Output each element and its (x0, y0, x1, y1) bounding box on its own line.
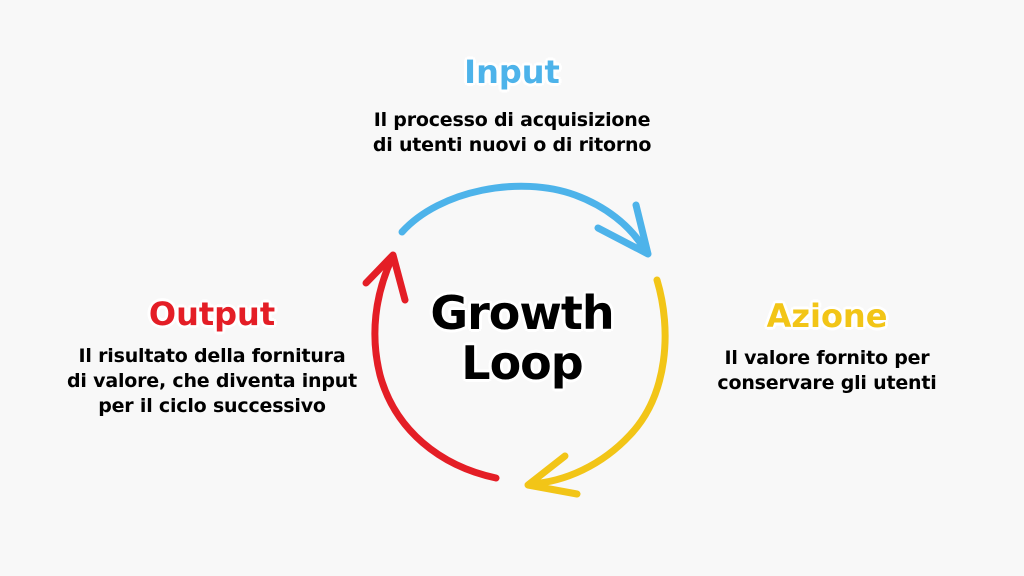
action-arrowhead (524, 452, 581, 498)
output-title: Output (132, 296, 292, 332)
input-arrow (398, 182, 649, 254)
input-title: Input (437, 54, 587, 90)
action-title: Azione (752, 298, 902, 334)
input-description: Il processo di acquisizione di utenti nu… (352, 108, 672, 158)
output-description: Il risultato della fornitura di valore, … (62, 344, 362, 419)
input-arrowhead (594, 201, 652, 258)
center-title-line: Growth (430, 286, 614, 340)
output-title-text: Output (148, 295, 276, 333)
output-description-line: Il risultato della fornitura (78, 345, 346, 367)
center-title: Growth Loop (412, 288, 632, 388)
output-description-line: per il ciclo successivo (98, 395, 326, 417)
action-description-line: conservare gli utenti (717, 372, 937, 394)
center-title-line: Loop (461, 336, 583, 390)
input-title-text: Input (464, 53, 560, 91)
output-arrow (371, 254, 500, 482)
output-description-line: di valore, che diventa input (67, 370, 357, 392)
output-arrowhead (362, 251, 409, 304)
action-description-line: Il valore fornito per (724, 347, 930, 369)
action-description: Il valore fornito per conservare gli ute… (702, 346, 952, 396)
input-description-line: Il processo di acquisizione (373, 109, 651, 131)
action-arrow (526, 276, 669, 488)
input-description-line: di utenti nuovi o di ritorno (372, 134, 652, 156)
action-title-text: Azione (766, 297, 888, 335)
